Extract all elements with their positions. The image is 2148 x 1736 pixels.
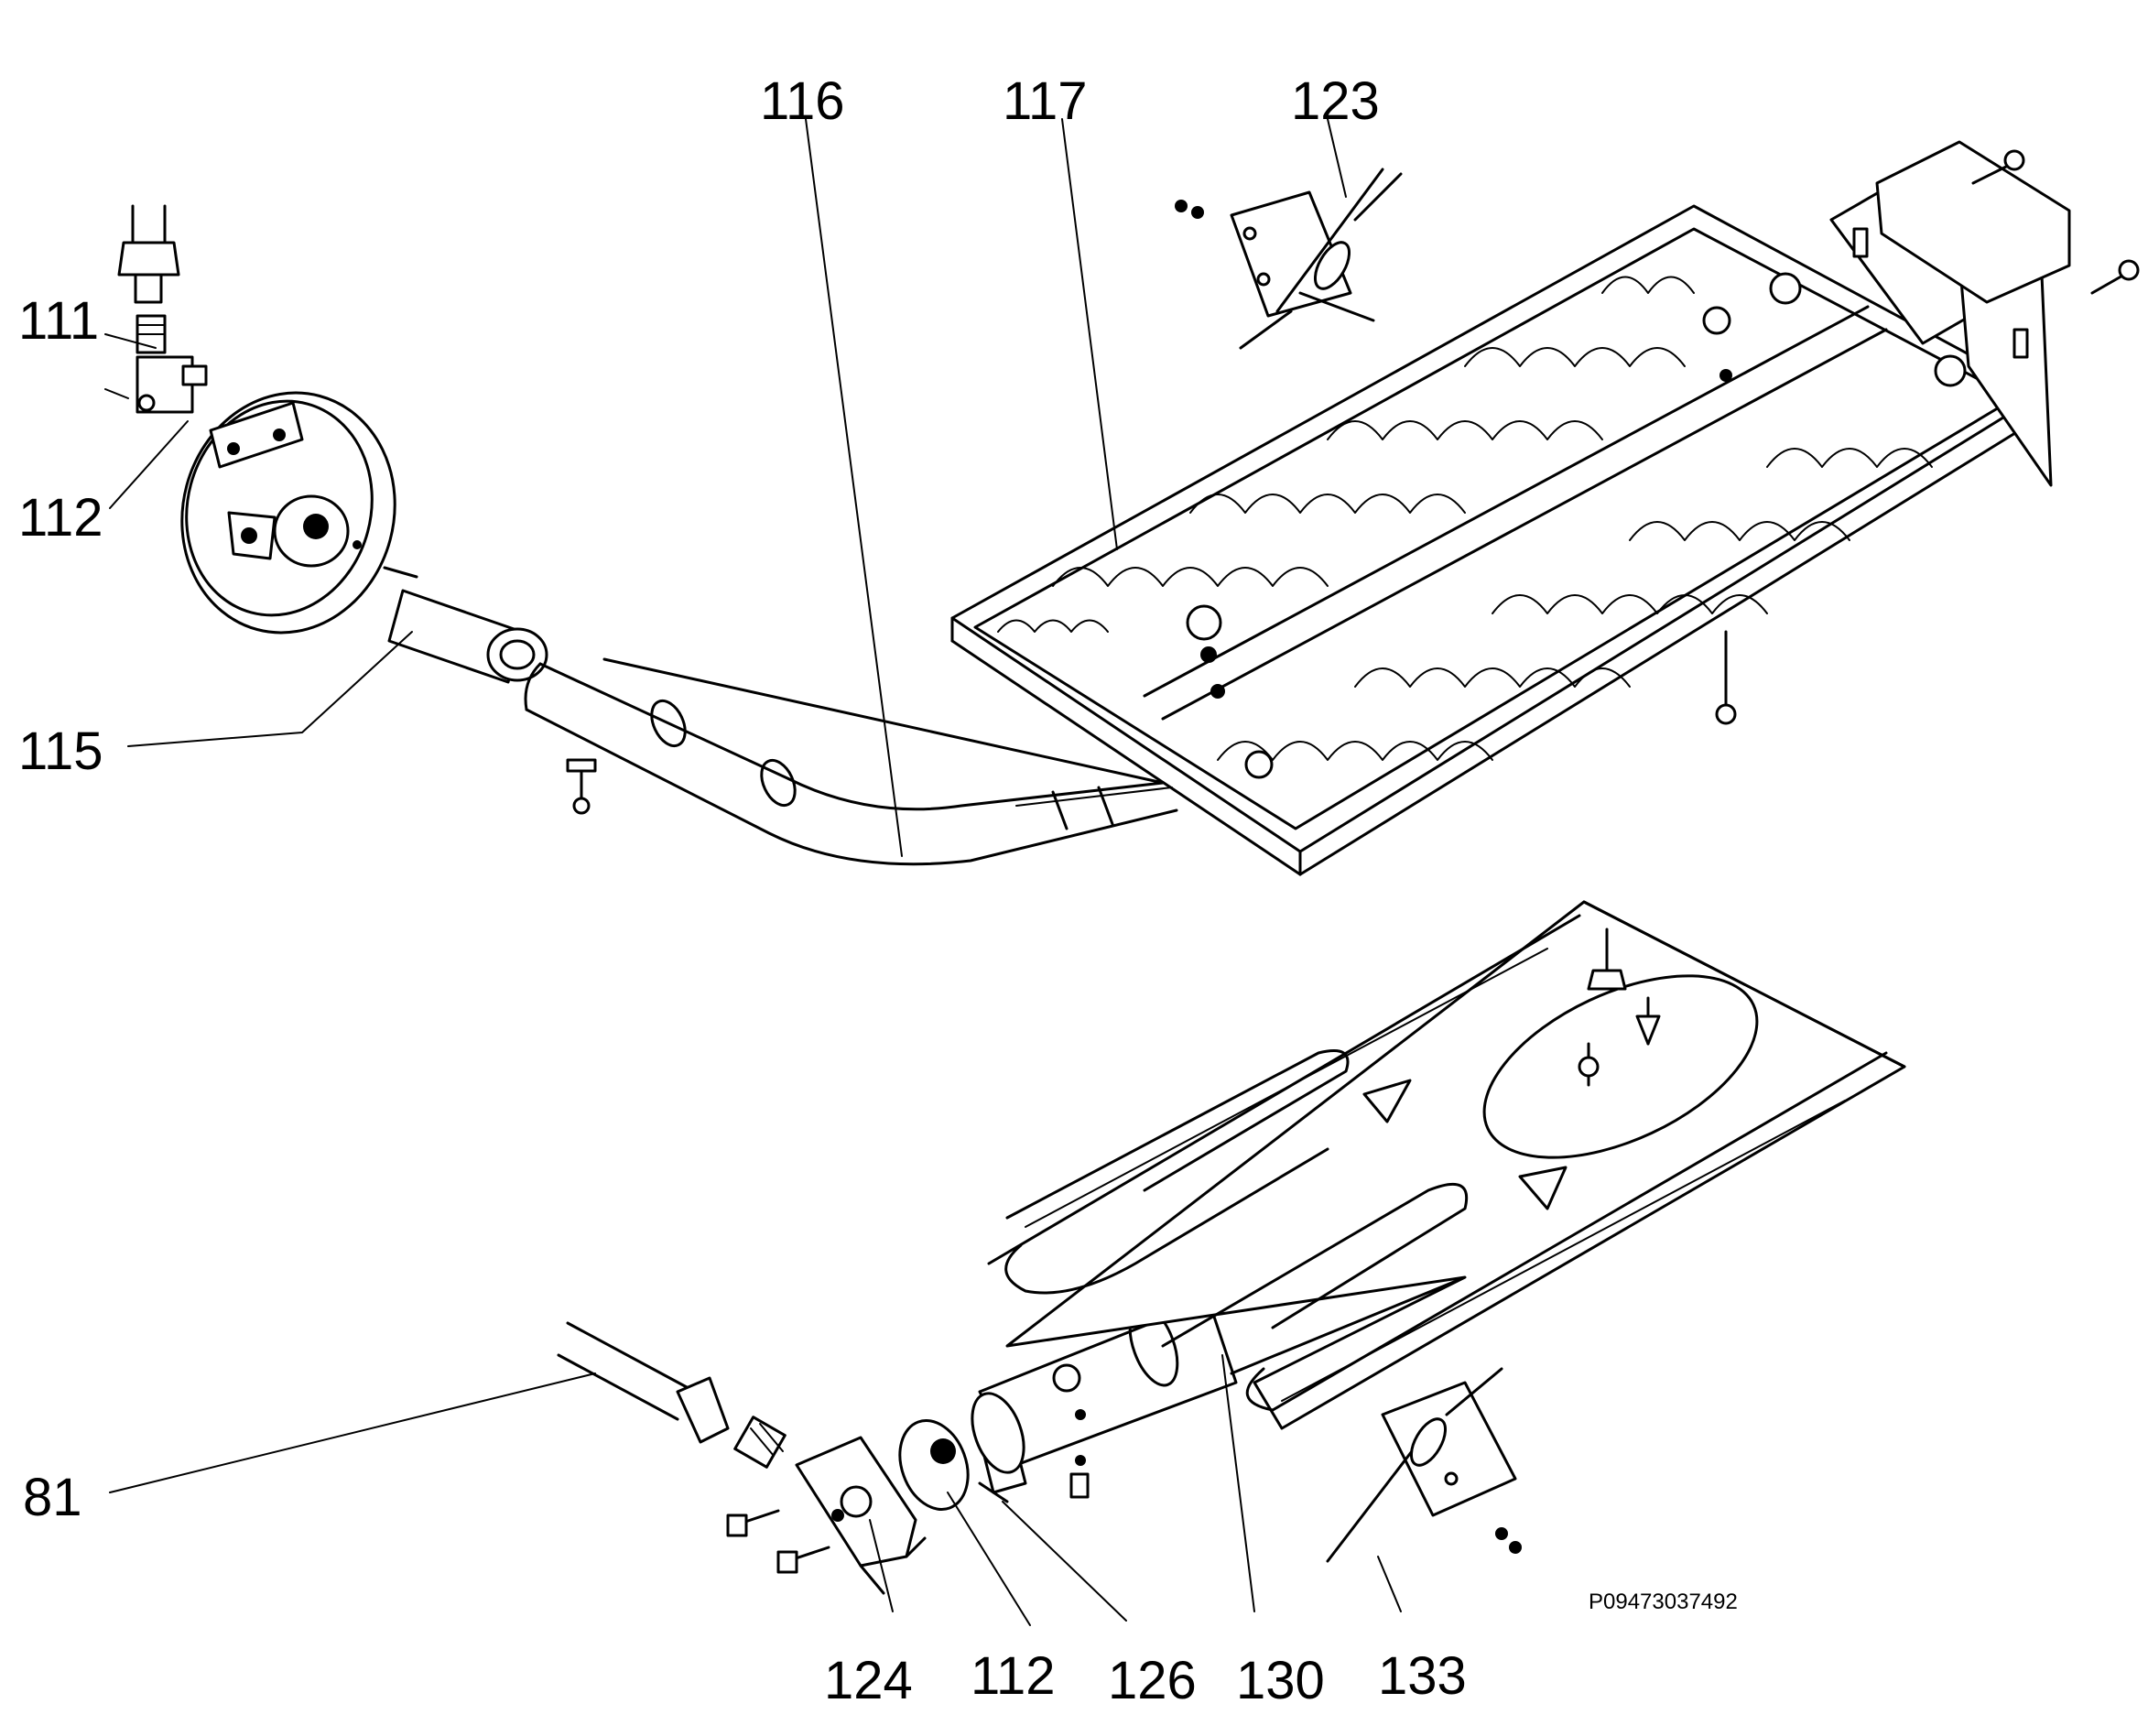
label-123: 123	[1291, 71, 1380, 131]
gas-pipe-lower	[557, 1321, 787, 1469]
diagram-code: P09473037492	[1589, 1590, 1738, 1614]
lower-assembly	[557, 900, 1906, 1595]
label-133: 133	[1378, 1646, 1467, 1706]
valve-bracket	[726, 1436, 927, 1595]
label-81: 81	[23, 1468, 82, 1527]
part-labels: 116 117 123 111 112 115 81 124 112 126 1…	[18, 71, 1738, 1710]
gas-regulator	[180, 391, 396, 635]
label-112-lower: 112	[971, 1646, 1055, 1706]
label-116: 116	[760, 71, 844, 131]
electrode-lower	[1326, 1367, 1522, 1563]
label-126: 126	[1108, 1651, 1197, 1710]
rear-mounting-bracket	[1715, 140, 2140, 725]
lower-burner-frame	[987, 900, 1906, 1430]
label-112-upper: 112	[18, 488, 103, 548]
screw-upper-left	[566, 758, 597, 815]
label-117: 117	[1003, 71, 1087, 131]
label-115: 115	[18, 722, 103, 781]
upper-assembly	[104, 140, 2140, 876]
connector-tube	[383, 566, 548, 684]
label-111: 111	[18, 291, 99, 351]
electrode-upper	[1175, 168, 1403, 350]
label-124: 124	[824, 1651, 913, 1710]
gas-inlet-fitting	[104, 204, 208, 414]
label-130: 130	[1236, 1651, 1325, 1710]
leader-lines	[104, 118, 1402, 1626]
